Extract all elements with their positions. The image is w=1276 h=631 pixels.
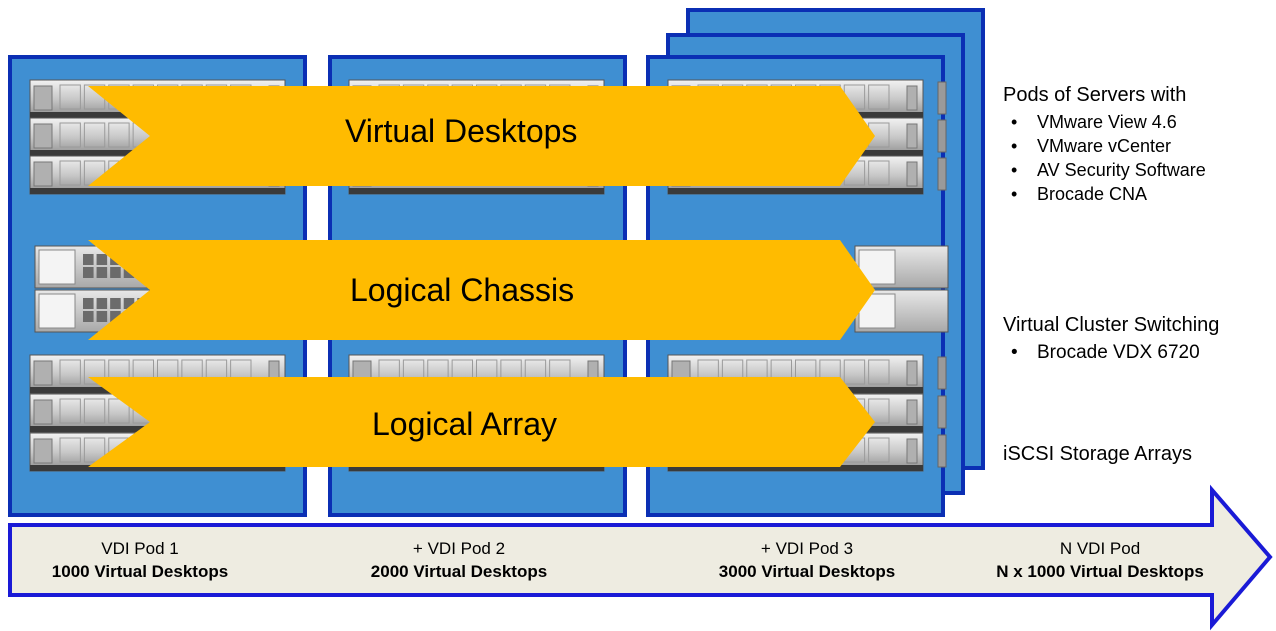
pod-name: N VDI Pod — [1059, 539, 1141, 558]
server-edge — [937, 119, 947, 153]
pod-capacity: 2000 Virtual Desktops — [370, 562, 548, 581]
server-edge — [937, 157, 947, 191]
list-item-label: Brocade VDX 6720 — [1037, 342, 1200, 363]
list-item: • Brocade VDX 6720 — [1003, 341, 1200, 365]
band-label-virtual-desktops: Virtual Desktops — [345, 113, 578, 149]
timeline-arrow — [8, 484, 1273, 631]
server-edge — [937, 356, 947, 390]
servers-title: Pods of Servers with — [1003, 84, 1187, 106]
pod-label-3: + VDI Pod 3 3000 Virtual Desktops — [697, 538, 917, 584]
pod-name: + VDI Pod 3 — [760, 539, 854, 558]
list-item: • VMware View 4.6 — [1003, 110, 1206, 134]
pod-capacity: N x 1000 Virtual Desktops — [996, 562, 1204, 581]
pod-label-n: N VDI Pod N x 1000 Virtual Desktops — [970, 538, 1230, 584]
pod-capacity: 3000 Virtual Desktops — [718, 562, 896, 581]
bullet-icon: • — [1011, 160, 1018, 180]
switching-title: Virtual Cluster Switching — [1003, 314, 1220, 336]
list-item-label: AV Security Software — [1037, 160, 1206, 180]
list-item-label: Brocade CNA — [1037, 184, 1148, 204]
list-item: • AV Security Software — [1003, 158, 1206, 182]
servers-feature-list: • VMware View 4.6 • VMware vCenter • AV Sec… — [1003, 110, 1206, 206]
list-item: • Brocade CNA — [1003, 182, 1206, 206]
pod-name: VDI Pod 1 — [101, 539, 179, 558]
pod-label-2: + VDI Pod 2 2000 Virtual Desktops — [349, 538, 569, 584]
list-item: • VMware vCenter — [1003, 134, 1206, 158]
pod-capacity: 1000 Virtual Desktops — [51, 562, 229, 581]
band-arrow-logical-chassis — [88, 240, 875, 340]
band-label-logical-array: Logical Array — [372, 406, 557, 442]
bullet-icon: • — [1011, 136, 1018, 156]
pod-label-1: VDI Pod 1 1000 Virtual Desktops — [30, 538, 250, 584]
server-edge — [937, 434, 947, 468]
bullet-icon: • — [1011, 184, 1018, 204]
bullet-icon: • — [1011, 112, 1018, 132]
network-switch — [854, 245, 949, 289]
server-edge — [937, 395, 947, 429]
list-item-label: VMware View 4.6 — [1037, 112, 1177, 132]
band-arrow-logical-array — [88, 377, 875, 467]
switching-feature-list: • Brocade VDX 6720 — [1003, 341, 1200, 365]
band-arrow-virtual-desktops — [88, 86, 875, 186]
server-edge — [937, 81, 947, 115]
storage-title: iSCSI Storage Arrays — [1003, 443, 1192, 465]
bullet-icon: • — [1011, 342, 1018, 363]
list-item-label: VMware vCenter — [1037, 136, 1172, 156]
band-label-logical-chassis: Logical Chassis — [350, 272, 575, 308]
pod-name: + VDI Pod 2 — [412, 539, 506, 558]
